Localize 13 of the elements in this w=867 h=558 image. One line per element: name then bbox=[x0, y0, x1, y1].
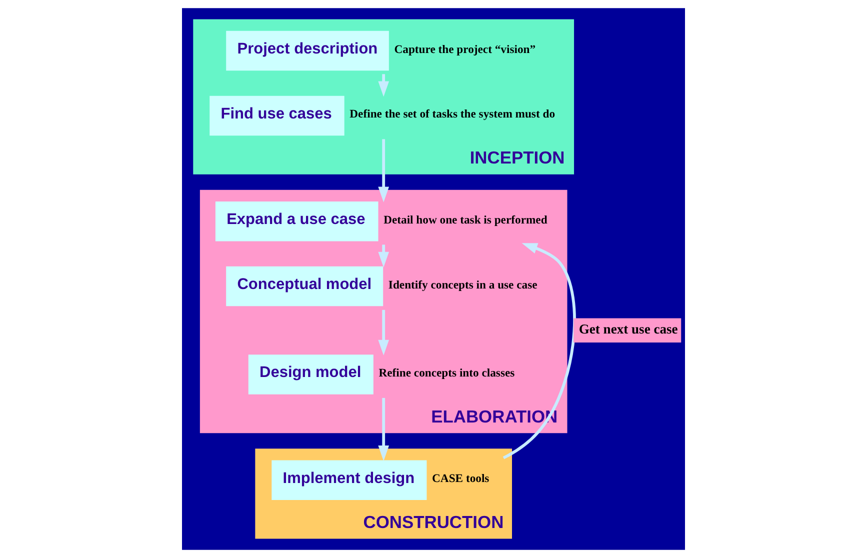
arrow bbox=[378, 244, 390, 268]
node-label: Capture the project “vision” bbox=[394, 42, 536, 56]
node-label: Refine concepts into classes bbox=[378, 366, 515, 380]
arrow bbox=[378, 139, 390, 202]
arrow bbox=[378, 398, 390, 462]
node-label: Define the set of tasks the system must do bbox=[350, 108, 556, 121]
node-label: CASE tools bbox=[432, 472, 490, 486]
arrow bbox=[378, 310, 390, 356]
node-label: Identify concepts in a use case bbox=[388, 278, 538, 292]
arrow bbox=[502, 243, 576, 460]
node-label: Detail how one task is performed bbox=[384, 213, 548, 226]
arrow bbox=[378, 74, 390, 97]
edge-label: Get next use case bbox=[578, 321, 678, 336]
